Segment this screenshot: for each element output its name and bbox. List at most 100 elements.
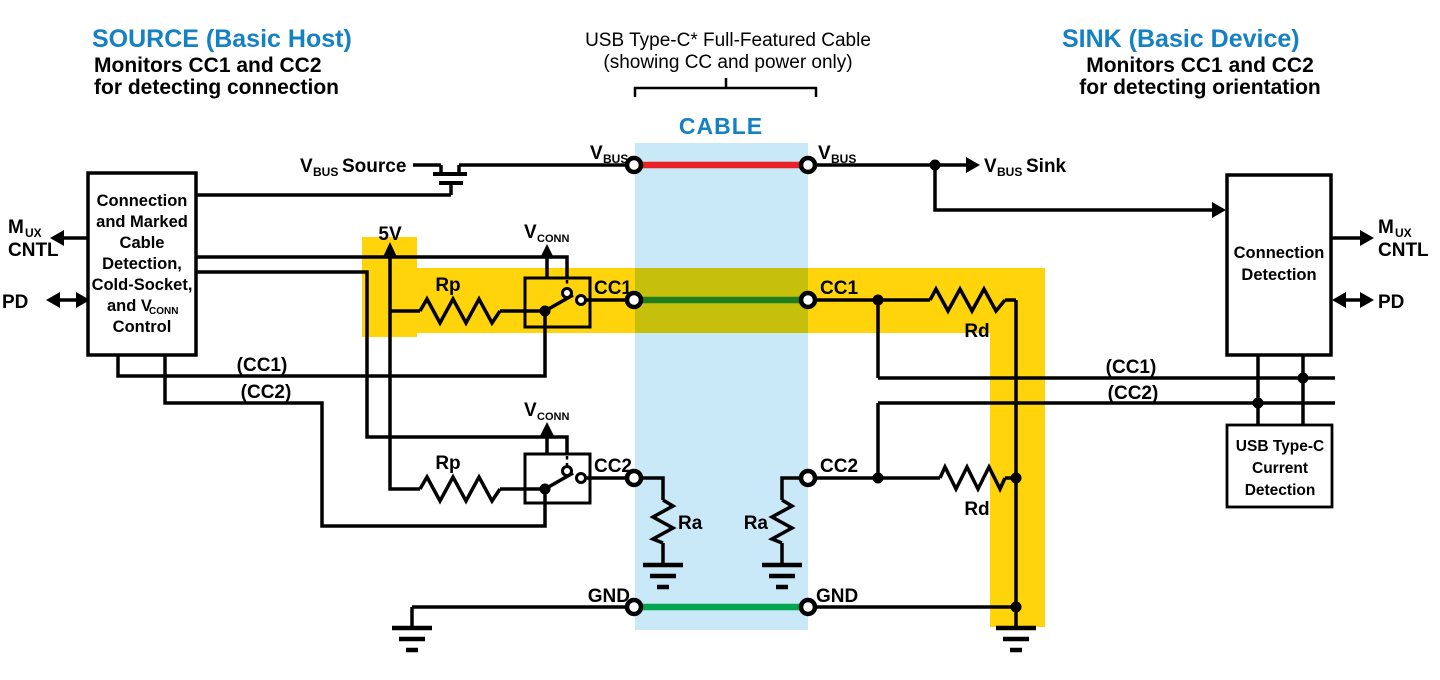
cc1-left-label: CC1	[594, 278, 632, 299]
junction-dot	[929, 159, 941, 171]
source-box-line3: Cable	[120, 234, 165, 252]
cable-caption-1: USB Type-C* Full-Featured Cable	[585, 30, 871, 51]
switch1-vconn-contact	[561, 287, 573, 299]
mux-right-label-sub: UX	[1395, 226, 1412, 240]
current-detection-line1: USB Type-C	[1236, 438, 1324, 455]
switch1-pole-dot	[539, 305, 551, 317]
ra1-label: Ra	[678, 513, 703, 534]
vbus-right-label-sub: BUS	[831, 152, 856, 166]
vconn-switch2-box	[523, 452, 592, 505]
junction-dot	[1010, 472, 1022, 484]
vbus-source-label: V	[300, 156, 313, 177]
wire-detection-stubs	[1256, 355, 1305, 425]
cntl-left-label: CNTL	[8, 240, 59, 261]
right-arrow-icon	[1360, 230, 1374, 246]
junction-dot	[872, 294, 884, 306]
ra2-label: Ra	[744, 513, 769, 534]
pd-left-label: PD	[2, 292, 28, 313]
rp2-label: Rp	[435, 453, 460, 474]
cntl-right-label: CNTL	[1378, 240, 1429, 261]
cc2-sense-right-label: (CC2)	[1108, 383, 1159, 404]
junction-dot	[1252, 397, 1264, 409]
vbus-sink-word: Sink	[1026, 156, 1067, 177]
wire-cc1-monitor	[116, 316, 547, 378]
vconn1-label: V	[524, 222, 537, 243]
cc1-sense-left-label: (CC1)	[237, 355, 288, 376]
source-box-line1: Connection	[97, 192, 188, 210]
current-detection-line3: Detection	[1245, 482, 1316, 499]
ground-icon	[996, 625, 1036, 653]
gnd-left-label: GND	[588, 586, 630, 607]
plug-pin-cc1-right	[798, 290, 818, 310]
sink-title: SINK (Basic Device)	[1062, 25, 1300, 53]
cc2-left-label: CC2	[594, 456, 632, 477]
wire-vbus-to-detection	[933, 165, 1212, 212]
ground-icon	[643, 562, 683, 590]
left-arrow-icon	[1332, 292, 1346, 308]
cc2-right-label: CC2	[820, 456, 858, 477]
switch2-cc-contact	[575, 472, 587, 484]
source-subtitle-2: for detecting connection	[94, 76, 339, 99]
switch1-cc-contact	[575, 294, 587, 306]
source-box-line5: Cold-Socket,	[92, 276, 193, 294]
plug-pin-gnd-right	[798, 597, 818, 617]
source-box-line6: and V	[107, 297, 152, 315]
sink-subtitle-2: for detecting orientation	[1079, 76, 1321, 99]
junction-dot	[1297, 372, 1309, 384]
junction-dot	[1010, 601, 1022, 613]
cc1-sense-right-label: (CC1)	[1106, 357, 1157, 378]
resistor-rp2	[418, 473, 502, 505]
resistor-ra1	[641, 476, 677, 565]
source-box-line2: and Marked	[96, 213, 188, 231]
sink-subtitle-1: Monitors CC1 and CC2	[1086, 54, 1314, 77]
right-arrow-icon	[966, 157, 980, 173]
labels: SOURCE (Basic Host) Monitors CC1 and CC2…	[2, 25, 1429, 607]
switch2-vconn-contact	[561, 465, 573, 477]
vbus-sink-label: V	[984, 156, 997, 177]
resistor-ra2	[767, 476, 801, 565]
connection-detection-box	[1225, 173, 1333, 357]
plug-pin-gnd-left	[624, 597, 644, 617]
ground-icon	[762, 562, 802, 590]
up-arrow-icon	[383, 242, 397, 257]
wire-vconn1	[196, 255, 569, 278]
connection-detection-line2: Detection	[1241, 266, 1316, 284]
wire-gnd-left	[410, 605, 627, 628]
plug-pin-vbus-right	[798, 155, 818, 175]
source-box-line4: Detection,	[102, 255, 182, 273]
cc2-sense-left-label: (CC2)	[241, 382, 292, 403]
plug-pin-cc2-right	[798, 468, 818, 488]
vbus-left-label-sub: BUS	[603, 152, 628, 166]
right-arrow-icon	[1212, 202, 1226, 218]
plug-pin-cc2-left	[624, 468, 644, 488]
source-controller-box	[86, 171, 198, 357]
vbus-sink-label-sub: BUS	[997, 165, 1022, 179]
wire-cc2-monitor	[163, 355, 547, 528]
cable-caption-2: (showing CC and power only)	[603, 52, 852, 73]
wire-vconn2	[196, 270, 569, 454]
source-subtitle-1: Monitors CC1 and CC2	[94, 54, 322, 77]
current-detection-box	[1225, 423, 1334, 509]
pd-right-label: PD	[1378, 292, 1404, 313]
rd1-label: Rd	[964, 321, 989, 342]
left-arrow-icon	[46, 292, 60, 308]
gnd-right-label: GND	[816, 586, 858, 607]
junction-dot	[872, 472, 884, 484]
rd2-label: Rd	[964, 499, 989, 520]
up-arrow-icon	[540, 422, 554, 436]
source-title: SOURCE (Basic Host)	[92, 25, 352, 53]
wire-rd-ground-return	[1005, 298, 1018, 628]
rail-5v-label: 5V	[378, 224, 402, 245]
resistor-rd1	[928, 285, 1007, 315]
source-box-line7: Control	[113, 318, 172, 336]
right-arrow-icon	[1360, 292, 1374, 308]
vconn-switch1-box	[523, 276, 592, 329]
cable-bracket	[633, 78, 818, 97]
up-arrow-icon	[540, 244, 554, 258]
ground-symbols	[392, 562, 1036, 653]
vconn1-label-sub: CONN	[537, 233, 569, 245]
junctions-and-pins	[539, 155, 1309, 617]
mux-right-label: M	[1378, 217, 1394, 238]
vconn2-label-sub: CONN	[537, 411, 569, 423]
